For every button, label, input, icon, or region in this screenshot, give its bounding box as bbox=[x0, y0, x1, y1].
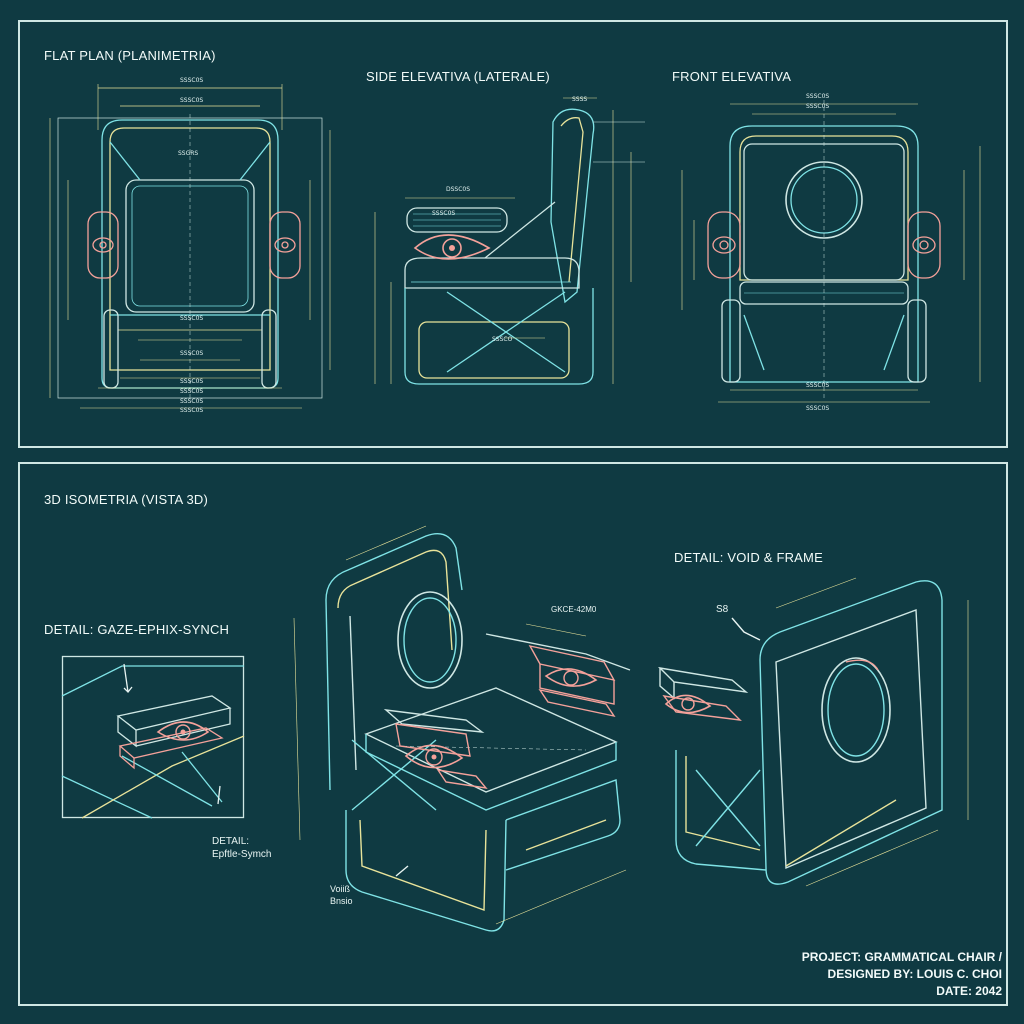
gaze-callout-line2: Epftle-Symch bbox=[212, 849, 272, 860]
dim-label: SSSCO bbox=[492, 336, 513, 343]
dim-label: SSSC0S bbox=[806, 405, 830, 412]
gaze-detail-title: DETAIL: GAZE-EPHIX-SYNCH bbox=[44, 622, 230, 637]
dim-label: DSSC0S bbox=[446, 186, 471, 193]
dim-label: SSSC0S bbox=[180, 398, 204, 405]
void-callout-line1: Voiiß bbox=[330, 884, 351, 894]
front-elevation-title: FRONT ELEVATIVA bbox=[672, 69, 792, 84]
void-detail-tag: S8 bbox=[716, 604, 729, 615]
dim-label: SSSC0S bbox=[180, 97, 204, 104]
dim-label: SSSC0S bbox=[432, 210, 456, 217]
isometric-views-panel bbox=[18, 462, 1008, 1006]
dim-label: SSSC0S bbox=[180, 388, 204, 395]
side-elevation-drawing bbox=[374, 97, 645, 385]
orthographic-views-panel bbox=[18, 20, 1008, 448]
designer-name: DESIGNED BY: LOUIS C. CHOI bbox=[827, 967, 1002, 981]
dim-label: SSGRS bbox=[178, 150, 199, 157]
dim-label: SSSC0S bbox=[180, 315, 204, 322]
void-detail-title: DETAIL: VOID & FRAME bbox=[674, 550, 823, 565]
isometric-title: 3D ISOMETRIA (VISTA 3D) bbox=[44, 492, 209, 507]
void-callout-line2: Bnsio bbox=[330, 896, 353, 906]
flat-plan-drawing bbox=[49, 84, 331, 409]
dim-label: SSSC0S bbox=[180, 378, 204, 385]
dim-label: SSSC0S bbox=[806, 93, 830, 100]
dim-label: SSSC0S bbox=[180, 350, 204, 357]
project-name: PROJECT: GRAMMATICAL CHAIR / bbox=[801, 950, 1002, 964]
dim-label: SSSC0S bbox=[806, 382, 830, 389]
flat-plan-title: FLAT PLAN (PLANIMETRIA) bbox=[44, 48, 216, 63]
gaze-callout-line1: DETAIL: bbox=[212, 836, 250, 847]
front-elevation-drawing bbox=[681, 100, 981, 403]
dim-label: SSSC0S bbox=[180, 77, 204, 84]
side-elevation-title: SIDE ELEVATIVA (LATERALE) bbox=[366, 69, 550, 84]
dim-label: SSSC0S bbox=[180, 407, 204, 414]
gaze-tag-label: GKCE-42M0 bbox=[551, 605, 597, 614]
project-date: DATE: 2042 bbox=[936, 984, 1002, 998]
dim-label: SSSC0S bbox=[806, 103, 830, 110]
isometric-chair-drawing bbox=[293, 525, 631, 932]
void-frame-detail-drawing bbox=[657, 577, 969, 887]
gaze-detail-drawing bbox=[61, 655, 245, 819]
dim-label: SSSS bbox=[572, 96, 588, 103]
